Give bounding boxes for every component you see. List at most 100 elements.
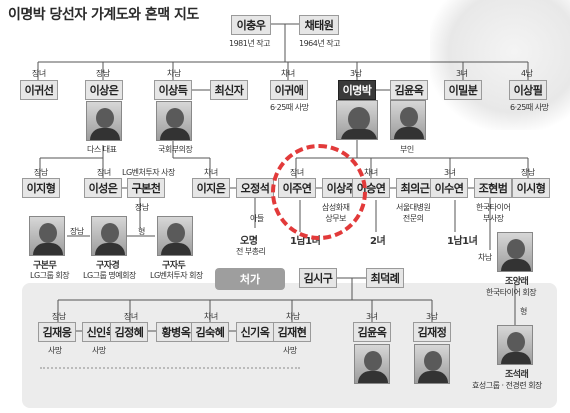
person-box-lsuyeon: 이수연: [430, 178, 468, 198]
father-box: 이충우: [231, 15, 271, 35]
note-label: 사망: [92, 346, 106, 355]
person-box-lsangeun: 이상은: [85, 80, 123, 100]
person-box-choiwoogeun: 최의근: [396, 178, 434, 198]
note-label: LG그룹 회장: [30, 271, 70, 280]
note-label: 효성그룹 · 전경련 회장: [472, 381, 542, 390]
note-label: 사망: [283, 346, 297, 355]
relation-label: 형: [520, 307, 527, 316]
person-box-kimyunok: 김윤옥: [390, 80, 428, 100]
relation-label: 차남: [478, 253, 492, 262]
inlaw-panel: [22, 283, 557, 408]
person-box-joheonbeom: 조현범: [474, 178, 512, 198]
relation-label: 장녀: [32, 69, 46, 78]
person-name: 구자경: [96, 261, 120, 271]
note-label: 한국타이어 부사장: [476, 203, 511, 223]
note-label: 6·25때 사망: [270, 103, 309, 112]
note-label: 다스 대표: [87, 145, 117, 154]
diagram-title: 이명박 당선자 가계도와 혼맥 지도: [8, 7, 199, 23]
inlaw-section-tag: 처가: [215, 268, 285, 290]
note-label: 사망: [48, 346, 62, 355]
children-count: 2녀: [370, 236, 386, 247]
mother-box: 채태원: [299, 15, 339, 35]
photo-koobonmoo: [29, 216, 65, 256]
note-label: LG그룹 명예회장: [83, 271, 136, 280]
person-box-ohjungseok: 오정석: [236, 178, 274, 198]
relation-label: 차녀: [204, 312, 218, 321]
relation-label: 차녀: [204, 168, 218, 177]
note-label: 6·25때 사망: [510, 103, 549, 112]
person-box-lkisun: 이귀선: [20, 80, 58, 100]
person-box-ljieun: 이지은: [192, 178, 230, 198]
relation-label: 장남: [70, 227, 84, 236]
background-portrait: [430, 0, 570, 130]
person-name: 구자두: [162, 261, 186, 271]
person-box-kimsigu: 김시구: [299, 268, 337, 288]
highlight-circle: [271, 144, 367, 240]
photo-koojadu: [157, 216, 193, 256]
father-note: 1981년 작고: [229, 39, 270, 48]
photo-joseokrae: [497, 325, 533, 365]
dotted-divider: [40, 367, 300, 369]
person-box-lsihyung: 이시형: [512, 178, 550, 198]
relation-label: 장녀: [124, 312, 138, 321]
person-name: 조석래: [505, 370, 529, 380]
photo-koojakyung: [91, 216, 127, 256]
person-box-lmb: 이명박: [338, 80, 376, 100]
relation-label: 차남: [167, 69, 181, 78]
person-box-kimjaejung: 김재정: [413, 322, 451, 342]
photo-joyanglae: [497, 232, 533, 272]
person-box-kimjunghye: 김정혜: [110, 322, 148, 342]
note-label: 전 부총리: [236, 247, 266, 256]
person-name: 오명: [240, 236, 258, 247]
relation-label: 장남: [34, 168, 48, 177]
person-name: 구본무: [33, 261, 57, 271]
relation-label: 아들: [250, 214, 264, 223]
person-box-lsangdeuk: 이상득: [154, 80, 192, 100]
relation-label: 4남: [521, 69, 533, 78]
relation-label: 장남: [521, 168, 535, 177]
relation-label: 3녀: [366, 312, 378, 321]
photo-lsangeun: [86, 101, 122, 141]
note-label: 한국타이어 회장: [486, 288, 537, 297]
person-box-kimjaehyun: 김재현: [273, 322, 311, 342]
relation-label: 장남: [96, 69, 110, 78]
person-box-koobonchun: 구본천: [127, 178, 165, 198]
person-box-kimjaeeung: 김재응: [38, 322, 76, 342]
person-box-kimyunok-inlaw: 김윤옥: [353, 322, 391, 342]
children-count: 1남1녀: [447, 236, 478, 247]
photo-lsangdeuk: [156, 101, 192, 141]
note-label: LG벤처투자 사장: [122, 168, 175, 177]
person-box-choideokrye: 최덕례: [366, 268, 404, 288]
person-box-shingiok: 신기옥: [236, 322, 274, 342]
person-box-lmilbun: 이밀분: [444, 80, 482, 100]
person-name: 조양래: [505, 277, 529, 287]
person-box-lseongeun: 이성은: [84, 178, 122, 198]
photo-kimjaejung: [414, 344, 450, 384]
person-box-lguiae: 이귀애: [270, 80, 308, 100]
note-label: 서울대병원 전문의: [396, 203, 431, 223]
relation-label: 형: [138, 227, 145, 236]
relation-label: 차녀: [364, 168, 378, 177]
relation-label: 3남: [426, 312, 438, 321]
person-box-hwangbyungok: 황병옥: [156, 322, 196, 342]
relation-label: 3남: [350, 69, 362, 78]
relation-label: 3녀: [444, 168, 456, 177]
relation-label: 장녀: [97, 168, 111, 177]
note-label: LG벤처투자 회장: [150, 271, 203, 280]
relation-label: 차남: [286, 312, 300, 321]
relation-label: 장남: [135, 203, 149, 212]
photo-lmb: [336, 100, 378, 140]
children-count: 1남1녀: [290, 236, 321, 247]
mother-note: 1964년 작고: [299, 39, 340, 48]
photo-kimyunok: [390, 100, 426, 140]
note-label: 부인: [400, 145, 414, 154]
relation-label: 장남: [52, 312, 66, 321]
person-box-choisinja: 최신자: [210, 80, 248, 100]
person-box-kimsukhye: 김숙혜: [191, 322, 229, 342]
person-box-lsangpil: 이상필: [509, 80, 547, 100]
relation-label: 차녀: [281, 69, 295, 78]
person-box-ljihyung: 이지형: [22, 178, 60, 198]
relation-label: 3녀: [456, 69, 468, 78]
